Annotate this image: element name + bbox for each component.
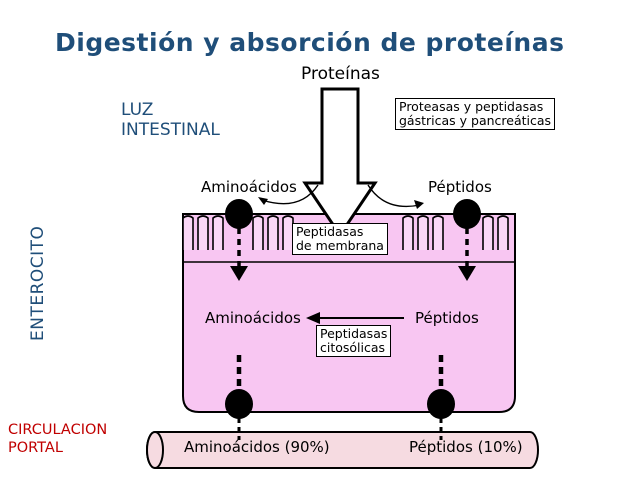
- box-peptidasas-citosolicas: Peptidasas citosólicas: [316, 325, 392, 357]
- box-citosolicas-line1: Peptidasas: [320, 326, 388, 341]
- arrow-down-pep: [458, 266, 476, 281]
- box-peptidasas-membrana: Peptidasas de membrana: [292, 223, 388, 255]
- label-intestinal: INTESTINAL: [121, 120, 220, 140]
- label-luz-intestinal: LUZ INTESTINAL: [121, 100, 220, 140]
- box-proteasas-line2: gástricas y pancreáticas: [399, 113, 552, 128]
- enterocyte-cell: [182, 213, 516, 413]
- label-peptidos-blood: Péptidos (10%): [409, 438, 523, 456]
- protein-arrow: [302, 87, 378, 238]
- arrow-down-aa: [230, 266, 248, 281]
- label-aminoacidos-cell: Aminoácidos: [205, 309, 301, 327]
- label-enterocito: ENTEROCITO: [28, 225, 48, 341]
- box-citosolicas-line2: citosólicas: [320, 340, 386, 355]
- transporter-pep-top: [453, 199, 481, 229]
- label-aminoacidos-lumen: Aminoácidos: [201, 178, 297, 196]
- curve-arrow-right: [367, 184, 421, 208]
- box-membrana-line1: Peptidasas: [296, 224, 364, 239]
- label-luz: LUZ: [121, 100, 154, 120]
- box-proteasas-line1: Proteasas y peptidasas: [399, 99, 544, 114]
- curve-arrow-left: [261, 184, 319, 205]
- label-circulacion: CIRCULACION: [8, 422, 108, 438]
- transporter-aa-bottom: [225, 389, 253, 419]
- transporter-aa-top: [225, 199, 253, 229]
- microvilli-border: [182, 215, 509, 250]
- box-membrana-line2: de membrana: [296, 238, 384, 253]
- label-peptidos-lumen: Péptidos: [428, 178, 492, 196]
- page-title: Digestión y absorción de proteínas: [55, 28, 565, 57]
- label-proteinas: Proteínas: [301, 64, 380, 84]
- label-peptidos-cell: Péptidos: [415, 309, 479, 327]
- box-proteasas: Proteasas y peptidasas gástricas y pancr…: [395, 98, 556, 130]
- label-aminoacidos-blood: Aminoácidos (90%): [184, 438, 330, 456]
- transporter-pep-bottom: [427, 389, 455, 419]
- label-portal: PORTAL: [8, 440, 63, 456]
- label-circulacion-portal: CIRCULACION PORTAL: [8, 421, 107, 457]
- cytosolic-arrow: [306, 312, 320, 324]
